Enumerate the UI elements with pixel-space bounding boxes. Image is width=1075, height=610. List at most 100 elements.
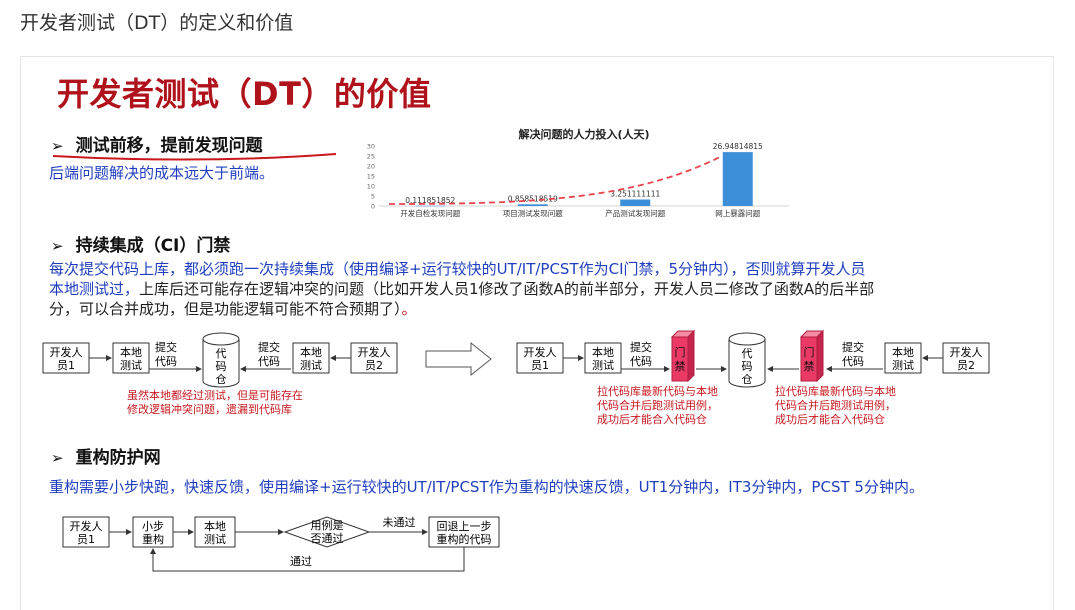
gate-label: 门 [675,345,686,359]
y-tick-label: 25 [367,153,375,161]
pass-label: 通过 [290,555,312,568]
small-step-refactor-box [132,516,174,548]
local-test-box [292,342,330,374]
x-tick-label: 项目测试发现问题 [503,208,563,218]
repo-label: 码 [216,360,227,373]
repo-label: 仓 [216,372,227,386]
ci-diagram: 开发人 员1 本地 测试 提交 代码 代 码 仓 提交 代码 本地 测试 [42,329,990,426]
rollback-box [428,516,500,548]
repo-label: 仓 [742,372,753,386]
code-repo-cylinder: 代 码 仓 [202,332,240,388]
section1-heading: ➢ 测试前移，提前发现问题 [51,131,263,156]
bar-value-label: 0.111851852 [405,196,455,205]
dev2-label: 员2 [365,359,383,372]
red-underline [52,153,337,161]
y-tick-label: 20 [367,163,375,171]
rollback-label: 回退上一步 [437,520,492,533]
section2-line1: 每次提交代码上库，都必须跑一次持续集成（使用编译+运行较快的UT/IT/PCST… [49,260,866,278]
ci-left-diagram: 开发人 员1 本地 测试 提交 代码 代 码 仓 提交 代码 本地 测试 [42,332,398,416]
bars-group: 0.111851852 0.858518519 3.251111111 26.9481… [405,142,763,207]
section2-line2-blue: 本地测试过， [49,280,140,298]
repo-label: 代 [742,347,753,360]
loop-back-arrow [150,547,465,572]
y-tick-label: 5 [371,193,375,201]
section2-heading-text: 持续集成（CI）门禁 [75,236,231,256]
section1-text: 后端问题解决的成本远大于前端。 [49,164,275,182]
decision-label: 用例是 [311,518,344,532]
bar-value-label: 3.251111111 [610,189,660,198]
y-tick-label: 15 [367,173,375,181]
right-note-1: 拉代码库最新代码与本地 [597,384,718,398]
right-note-2: 成功后才能合入代码仓 [775,412,885,426]
dev2-label: 开发人 [358,345,391,359]
section1-heading-text: 测试前移，提前发现问题 [75,136,263,156]
dev2-box [350,342,398,374]
bar [722,152,753,206]
gate-label: 禁 [804,360,815,373]
dev1-label: 开发人 [70,519,103,533]
section2-heading: ➢持续集成（CI）门禁 [51,231,230,256]
local-test-label: 测试 [120,359,142,372]
bar-value-label: 26.94814815 [713,142,763,151]
arrow-bullet-icon: ➢ [51,137,64,155]
dev1-box [42,342,90,374]
right-note-2: 代码合并后跑测试用例， [775,398,896,412]
local-test-label: 本地 [592,345,614,359]
dev2-label: 员2 [957,359,975,372]
right-note-1: 成功后才能合入代码仓 [597,412,707,426]
slide-title: 开发者测试（DT）的价值 [57,75,432,113]
x-tick-label: 网上暴露问题 [715,209,760,218]
left-note: 虽然本地都经过测试，但是可能存在 [127,388,303,402]
fail-label: 未通过 [383,516,416,529]
gate-box: 门 禁 [670,329,696,383]
commit-label: 提交 [258,340,280,354]
section2-line2-dark: 上库后还可能存在逻辑冲突的问题（比如开发人员1修改了函数A的前半部分，开发人员二… [139,280,875,298]
local-test-box [584,342,622,374]
y-tick-label: 0 [371,203,375,211]
x-tick-label: 开发自检发现问题 [400,208,460,218]
step-label: 重构 [142,532,164,546]
section3-text: 重构需要小步快跑，快速反馈，使用编译+运行较快的UT/IT/PCST作为重构的快… [49,478,924,496]
bar-value-label: 0.858518519 [508,194,558,203]
commit-label: 提交 [842,340,864,354]
right-note-2: 拉代码库最新代码与本地 [775,384,896,398]
repo-label: 代 [216,347,227,360]
local-test-label: 测试 [204,533,226,546]
section3-heading-text: 重构防护网 [75,448,161,468]
local-test-label: 测试 [592,359,614,372]
bar [620,199,651,206]
gate-box: 门 禁 [799,329,825,383]
section2-line3: 分，可以合并成功，但是功能逻辑可能不符合预期了）。 [49,299,1049,319]
commit-label: 代码 [842,355,864,368]
arrow-bullet-icon: ➢ [51,449,64,467]
local-test-label: 本地 [120,345,142,359]
y-tick-label: 30 [367,143,375,151]
rollback-label: 重构的代码 [437,532,492,546]
section3-heading: ➢ 重构防护网 [51,443,161,468]
local-test-box [884,342,922,374]
y-tick-label: 10 [367,183,375,191]
dev2-label: 开发人 [950,345,983,359]
dev1-label: 员1 [531,359,549,372]
step-label: 小步 [142,520,164,533]
y-axis: 0 5 10 15 20 25 30 [367,143,375,211]
local-test-label: 测试 [892,359,914,372]
commit-label: 提交 [630,340,652,354]
commit-label: 代码 [155,355,177,368]
dev1-box [62,516,110,548]
bar [415,205,446,207]
x-axis-labels: 开发自检发现问题项目测试发现问题产品测试发现问题网上暴露问题 [400,208,760,218]
code-repo-cylinder: 代 码 仓 [728,332,766,388]
dev1-label: 员1 [57,359,75,372]
bar [517,204,548,206]
local-test-box [112,342,150,374]
section2-line2: 本地测试过，上库后还可能存在逻辑冲突的问题（比如开发人员1修改了函数A的前半部分… [49,279,1049,299]
dev1-label: 开发人 [50,345,83,359]
gate-label: 门 [804,345,815,359]
right-note-1: 代码合并后跑测试用例， [597,398,718,412]
commit-label: 提交 [155,340,177,354]
local-test-label: 本地 [204,519,226,533]
dev1-label: 开发人 [524,345,557,359]
local-test-label: 本地 [300,345,322,359]
local-test-label: 测试 [300,359,322,372]
